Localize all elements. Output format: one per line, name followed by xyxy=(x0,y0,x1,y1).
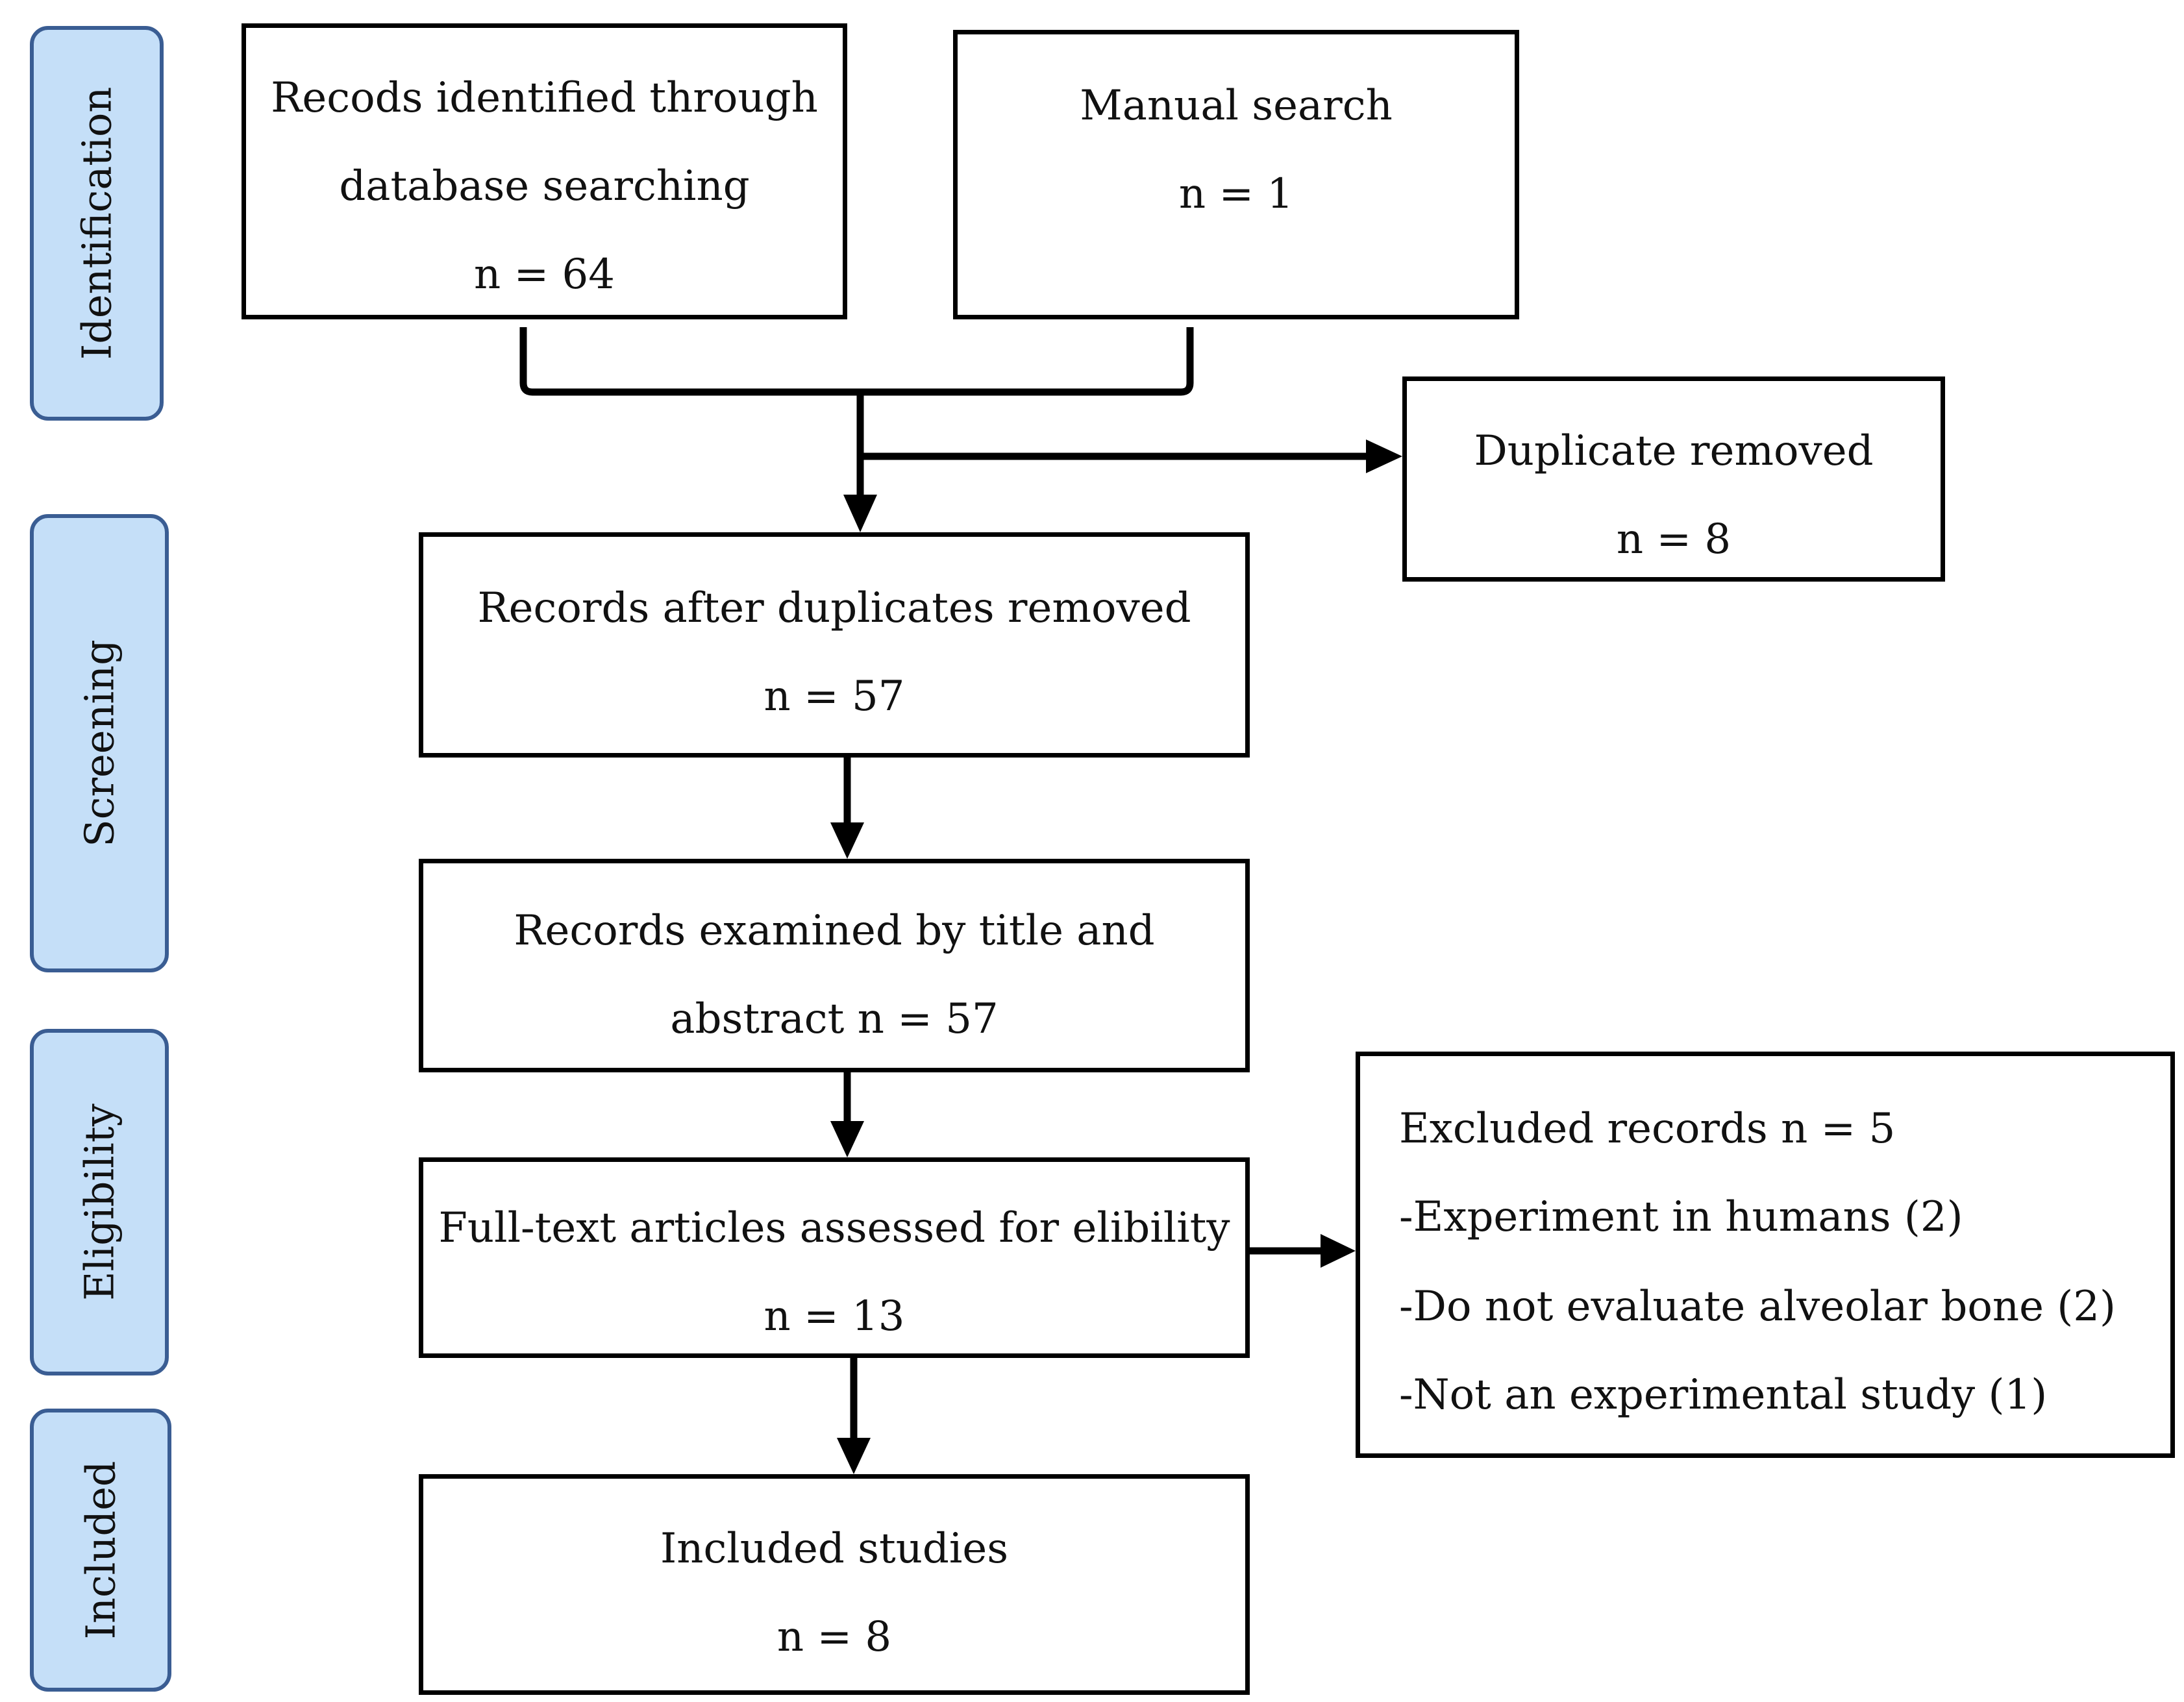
fulltext-articles-label: Full-text articles assessed for elibilit… xyxy=(438,1204,1230,1252)
excluded-records-count: Excluded records n = 5 xyxy=(1399,1105,1896,1153)
stage-identification: Identification xyxy=(30,26,164,421)
manual-search-label: Manual search xyxy=(1080,82,1393,130)
stage-included: Included xyxy=(30,1409,171,1692)
records-examined-line2: abstract n = 57 xyxy=(670,995,999,1043)
records-after-duplicates-count: n = 57 xyxy=(763,672,905,721)
records-after-duplicates-label: Records after duplicates removed xyxy=(477,584,1191,632)
excluded-records-box: Excluded records n = 5 -Experiment in hu… xyxy=(1356,1052,2175,1458)
merge-bracket xyxy=(519,327,1194,396)
duplicate-removed-box: Duplicate removed n = 8 xyxy=(1402,376,1945,582)
manual-search-count: n = 1 xyxy=(1178,170,1294,218)
stage-screening: Screening xyxy=(30,514,169,972)
stage-eligibility-label: Eligibility xyxy=(75,1104,123,1301)
excluded-reason-nonexperimental: -Not an experimental study (1) xyxy=(1399,1371,2048,1419)
database-search-line2: database searching xyxy=(339,162,750,210)
arrowhead-examined xyxy=(830,1121,864,1157)
fulltext-articles-count: n = 13 xyxy=(763,1292,905,1340)
stage-included-label: Included xyxy=(77,1461,125,1640)
duplicate-removed-count: n = 8 xyxy=(1616,515,1731,563)
arrowhead-merge-down xyxy=(843,495,877,532)
manual-search-box: Manual search n = 1 xyxy=(953,30,1519,319)
arrowhead-duplicates xyxy=(1366,439,1402,473)
stage-eligibility: Eligibility xyxy=(30,1029,169,1375)
records-after-duplicates-box: Records after duplicates removed n = 57 xyxy=(419,532,1250,758)
stage-screening-label: Screening xyxy=(75,639,123,847)
included-studies-label: Included studies xyxy=(660,1525,1009,1573)
database-search-box: Recods identified through database searc… xyxy=(242,23,847,319)
records-examined-line1: Records examined by title and xyxy=(514,907,1155,955)
database-search-count: n = 64 xyxy=(474,251,615,299)
included-studies-count: n = 8 xyxy=(776,1613,892,1661)
database-search-line1: Recods identified through xyxy=(271,74,818,122)
arrowhead-excluded xyxy=(1321,1234,1356,1268)
excluded-reason-alveolar: -Do not evaluate alveolar bone (2) xyxy=(1399,1283,2116,1331)
included-studies-box: Included studies n = 8 xyxy=(419,1474,1250,1695)
arrowhead-screening xyxy=(830,822,864,859)
duplicate-removed-label: Duplicate removed xyxy=(1474,427,1874,475)
excluded-reason-humans: -Experiment in humans (2) xyxy=(1399,1193,1963,1241)
arrowhead-included xyxy=(837,1438,871,1474)
stage-identification-label: Identification xyxy=(73,86,121,360)
records-examined-box: Records examined by title and abstract n… xyxy=(419,859,1250,1072)
fulltext-articles-box: Full-text articles assessed for elibilit… xyxy=(419,1157,1250,1358)
